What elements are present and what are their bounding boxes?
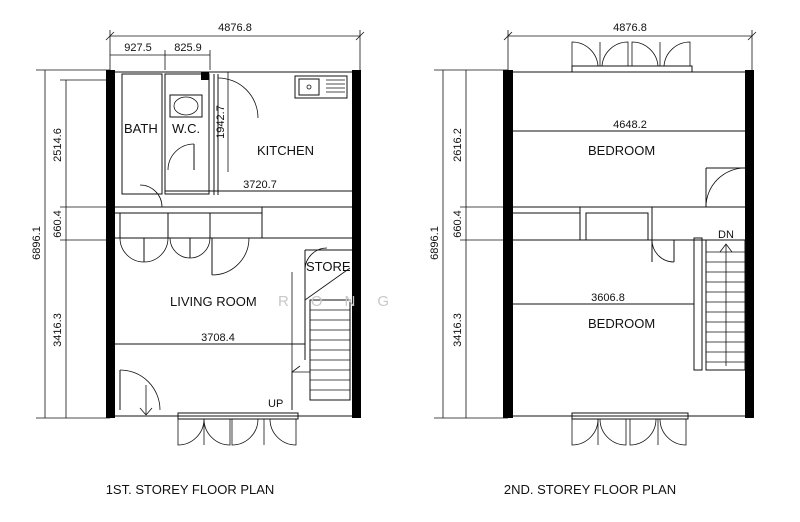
wall-right-2	[745, 70, 754, 418]
dim-bedroom2-width: 3606.8	[513, 292, 694, 305]
bedroom1-door	[705, 167, 746, 208]
dim-bedroom1-width-label: 4648.2	[613, 119, 647, 131]
bottom-windows-2	[571, 412, 689, 446]
living-double-doors	[119, 237, 250, 276]
plan2-title: 2ND. STOREY FLOOR PLAN	[504, 482, 676, 497]
dim-kitchen-width: 3720.7	[165, 179, 352, 192]
bottom-windows-1	[177, 412, 299, 446]
dim-overall-width-2-label: 4876.8	[613, 22, 647, 34]
dim-kitchen-width-label: 3720.7	[243, 179, 277, 191]
kitchen-sink-icon	[294, 75, 348, 99]
room-label-kitchen: KITCHEN	[257, 143, 314, 158]
dim-overall-height-2-label: 6896.1	[429, 226, 441, 260]
store-area	[304, 247, 352, 360]
dim-left-heights-2: 6896.1 2616.2 660.4 3416.3	[429, 69, 508, 419]
stair-up-label: UP	[268, 398, 283, 410]
dim-left-heights-1: 6896.1 2514.6 660.4 3416.3	[31, 69, 110, 419]
dim-middle-zone-2-label: 660.4	[452, 210, 464, 238]
plan-second-storey: 4876.8 6896.1 2616.2 660.4 3416.3	[429, 22, 757, 497]
plan1-title: 1ST. STOREY FLOOR PLAN	[106, 482, 275, 497]
room-label-bedroom2: BEDROOM	[588, 316, 655, 331]
dim-bath-wc: 927.5 825.9	[110, 42, 211, 70]
room-label-living: LIVING ROOM	[170, 294, 257, 309]
dim-living-width: 3708.4	[115, 332, 305, 345]
stair-down: DN	[693, 229, 746, 371]
dim-bedroom1-width: 4648.2	[513, 119, 745, 132]
stair-down-label: DN	[718, 229, 734, 241]
dim-overall-width-2: 4876.8	[503, 22, 757, 70]
room-label-wc: W.C.	[172, 121, 200, 136]
middle-band-2	[513, 206, 745, 263]
bath-door	[139, 143, 195, 208]
dim-kitchen-depth: 1942.7	[215, 72, 229, 172]
wall-left-1	[106, 70, 115, 418]
top-windows-2	[571, 41, 693, 73]
room-label-bath: BATH	[124, 121, 158, 136]
room-label-bedroom1: BEDROOM	[588, 143, 655, 158]
room-label-store: STORE	[306, 259, 351, 274]
dim-upper-zone-1-label: 2514.6	[52, 128, 64, 162]
dim-wc-width-label: 825.9	[174, 42, 202, 54]
front-entry-door	[119, 369, 161, 416]
watermark: RONG	[278, 293, 411, 310]
dim-overall-height-1-label: 6896.1	[31, 226, 43, 260]
dim-middle-zone-1-label: 660.4	[52, 210, 64, 238]
dim-overall-width-1: 4876.8	[105, 22, 365, 70]
middle-band-1	[115, 206, 352, 239]
kitchen-door	[217, 77, 259, 119]
dim-upper-zone-2-label: 2616.2	[452, 128, 464, 162]
wall-right-1	[352, 70, 361, 418]
stair-up: UP	[268, 267, 351, 410]
plan-first-storey: 4876.8 927.5 825.9 6896.1 2514.6 660.4 3…	[31, 22, 365, 497]
dim-overall-width-1-label: 4876.8	[218, 22, 252, 34]
dim-living-width-label: 3708.4	[201, 332, 235, 344]
dim-kitchen-depth-label: 1942.7	[215, 105, 227, 139]
wall-left-2	[503, 70, 513, 418]
dim-lower-zone-2-label: 3416.3	[452, 313, 464, 347]
dim-lower-zone-1-label: 3416.3	[52, 313, 64, 347]
dim-bath-width-label: 927.5	[124, 42, 152, 54]
dim-bedroom2-width-label: 3606.8	[591, 292, 625, 304]
